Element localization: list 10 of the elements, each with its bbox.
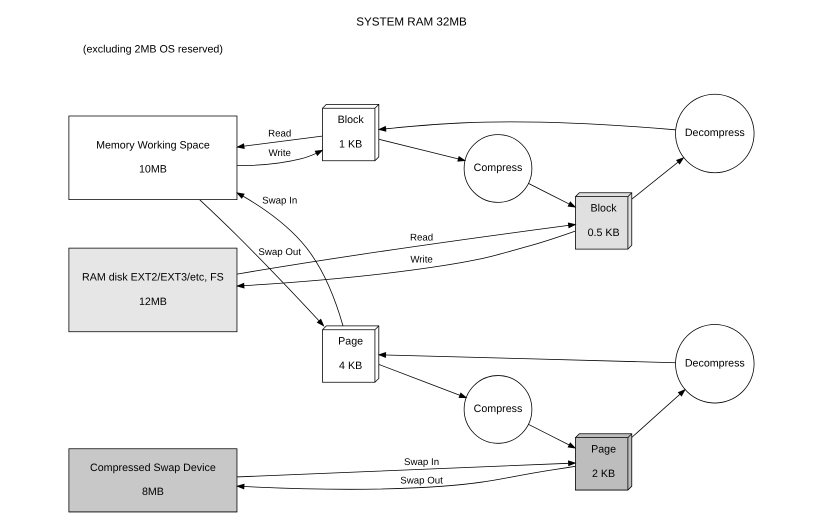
edge-label: Swap In [404, 456, 439, 468]
edge-label: Write [410, 254, 432, 266]
edge-label: Swap Out [400, 475, 442, 486]
edge-label: Swap Out [258, 246, 301, 258]
diagram-title: SYSTEM RAM 32MB [356, 15, 466, 28]
edge-label: Read [409, 232, 433, 244]
label: (excluding 2MB OS reserved) [82, 44, 222, 56]
edge-label: Write [268, 148, 290, 159]
edge-label: Swap In [262, 195, 297, 206]
edge-label: Read [268, 128, 291, 140]
